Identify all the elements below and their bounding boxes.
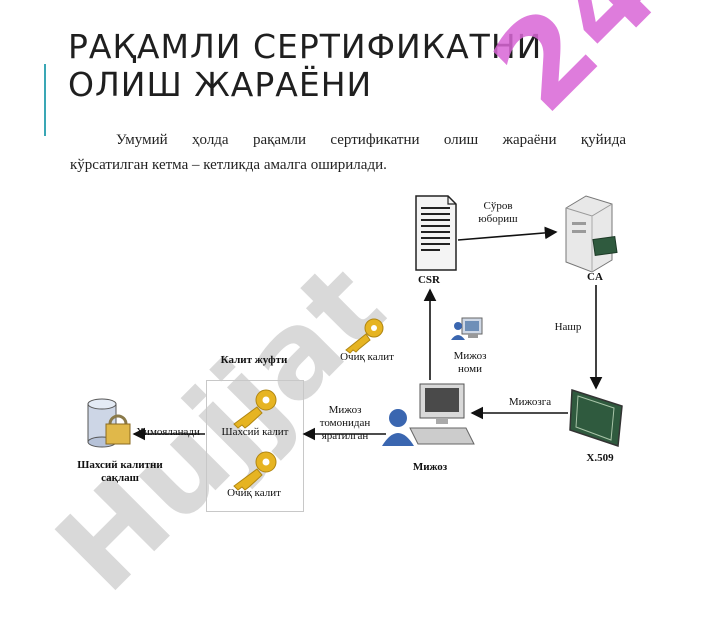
private-key-storage-icon xyxy=(87,398,131,448)
client-name-pc-icon xyxy=(451,317,483,340)
csr-document-icon xyxy=(415,195,457,271)
client-workstation-icon xyxy=(382,383,475,446)
arrow-csr-to-ca xyxy=(457,226,558,241)
x509-certificate-icon xyxy=(569,388,623,448)
label-publish: Нашр xyxy=(554,321,582,333)
label-public-key-top: Очиқ калит xyxy=(340,351,394,363)
label-private-key-storage: Шахсий калитни сақлаш xyxy=(77,459,163,484)
intro-line-1: Умумий ҳолда рақамли сертификатни олиш ж… xyxy=(116,132,626,148)
title-accent-bar xyxy=(44,64,46,136)
title-line-2: ОЛИШ ЖАРАЁНИ xyxy=(68,65,373,104)
label-client-name: Мижоз номи xyxy=(453,350,487,375)
intro-line-2: кўрсатилган кетма – кетликда амалга ошир… xyxy=(70,157,387,173)
label-key-pair: Калит жуфти xyxy=(220,354,288,366)
label-client: Мижоз xyxy=(412,461,448,473)
label-created-by-client: Мижоз томонидан яратилган xyxy=(319,404,371,442)
label-csr: CSR xyxy=(417,274,440,286)
label-to-client: Мижозга xyxy=(508,396,552,408)
public-key-icon-bottom xyxy=(233,451,277,491)
label-private-key: Шахсий калит xyxy=(221,426,289,438)
label-ca: CA xyxy=(587,271,603,283)
label-public-key-bottom: Очиқ калит xyxy=(227,487,281,499)
label-x509: X.509 xyxy=(586,452,614,464)
certificate-process-diagram xyxy=(87,195,623,491)
page-title: РАҚАМЛИ СЕРТИФИКАТНИ ОЛИШ ЖАРАЁНИ xyxy=(68,28,708,104)
label-request-send: Сўров юбориш xyxy=(478,200,518,225)
public-key-icon-top xyxy=(345,318,384,354)
ca-server-icon xyxy=(565,195,618,273)
label-protected: Ҳимояланади xyxy=(136,426,200,438)
private-key-icon xyxy=(233,389,277,429)
title-line-1: РАҚАМЛИ СЕРТИФИКАТНИ xyxy=(68,27,543,66)
key-pair-box xyxy=(206,380,304,512)
